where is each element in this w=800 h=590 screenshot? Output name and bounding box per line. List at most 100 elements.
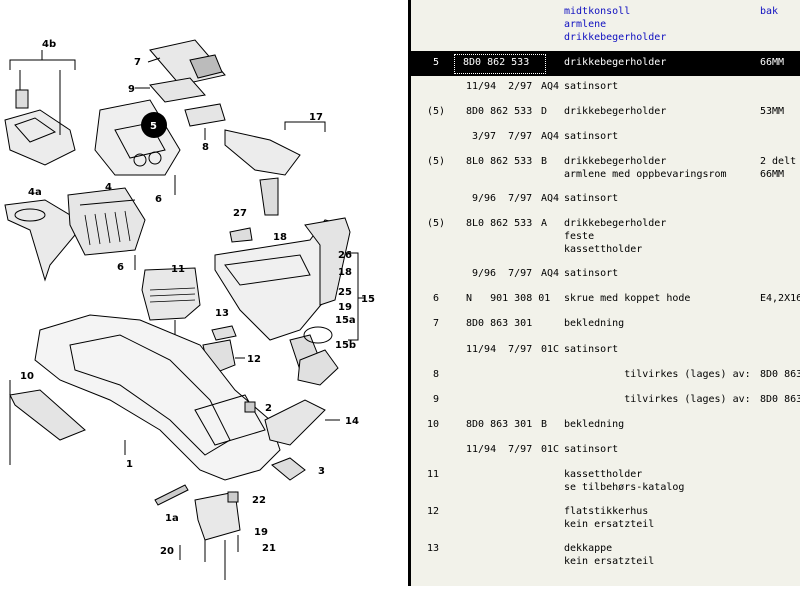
diagram-label-14[interactable]: 14: [345, 416, 359, 427]
row-code: AQ4: [541, 268, 560, 279]
row-code: 01C: [541, 444, 560, 455]
header-line-2: armlene: [564, 19, 607, 30]
row-desc: kassettholder: [564, 244, 643, 255]
row-desc: armlene med oppbevaringsrom: [564, 169, 727, 180]
row-code: AQ4: [541, 131, 560, 142]
row-desc: skrue med koppet hode: [564, 293, 691, 304]
diagram-label-1[interactable]: 1: [126, 459, 133, 470]
diagram-label-4[interactable]: 4: [105, 182, 112, 193]
row-part-number: 8D0 863 301: [466, 318, 533, 329]
row-pos: 9: [433, 394, 440, 405]
row-part-number: 8D0 862 533: [463, 57, 530, 68]
diagram-label-4a[interactable]: 4a: [28, 187, 42, 198]
row-desc: kassettholder: [564, 469, 643, 480]
row-extra: 66MM: [760, 57, 785, 68]
diagram-label-18b[interactable]: 18: [338, 267, 352, 278]
row-extra: 8D0 863: [760, 394, 800, 405]
row-extra: E4,2X16: [760, 293, 800, 304]
row-pos: 8: [433, 369, 440, 380]
row-date: 11/94 7/97: [466, 444, 533, 455]
parts-list-panel[interactable]: midtkonsoll armlene drikkebegerholder ba…: [411, 0, 800, 586]
row-pos: 13: [427, 543, 440, 554]
diagram-label-15[interactable]: 15: [361, 294, 375, 305]
row-pos: (5): [427, 106, 446, 117]
diagram-label-11[interactable]: 11: [171, 264, 185, 275]
row-pos: (5): [427, 218, 446, 229]
diagram-svg: 4b 7 9 5 8 17 4a 4 6 27 18 26 6 11 18 25…: [4, 39, 375, 580]
selection-focus-box: [454, 54, 546, 74]
row-pos: 7: [433, 318, 440, 329]
row-date: 11/94 7/97: [466, 344, 533, 355]
row-date: 9/96 7/97: [472, 268, 533, 279]
diagram-label-20[interactable]: 20: [160, 546, 174, 557]
diagram-label-9[interactable]: 9: [128, 84, 135, 95]
row-date: 9/96 7/97: [472, 193, 533, 204]
row-part-number: 8D0 863 301: [466, 419, 533, 430]
diagram-label-8[interactable]: 8: [202, 142, 209, 153]
row-pos: 5: [433, 57, 440, 68]
row-desc: flatstikkerhus: [564, 506, 649, 517]
panel-divider: [408, 0, 411, 586]
row-pos: 6: [433, 293, 440, 304]
diagram-label-21[interactable]: 21: [262, 543, 276, 554]
row-pos: 10: [427, 419, 440, 430]
diagram-label-3[interactable]: 3: [318, 466, 325, 477]
row-desc: satinsort: [564, 131, 619, 142]
diagram-label-22[interactable]: 22: [252, 495, 266, 506]
row-desc: kein ersatzteil: [564, 519, 655, 530]
header-side: bak: [760, 6, 779, 17]
diagram-label-26[interactable]: 26: [338, 250, 352, 261]
row-index: B: [541, 156, 548, 167]
diagram-label-10[interactable]: 10: [20, 371, 34, 382]
diagram-label-15a[interactable]: 15a: [335, 315, 356, 326]
diagram-label-12[interactable]: 12: [247, 354, 261, 365]
row-desc: drikkebegerholder: [564, 218, 667, 229]
row-part-number: 8D0 862 533: [466, 106, 533, 117]
diagram-label-15b[interactable]: 15b: [335, 340, 356, 351]
diagram-label-18a[interactable]: 18: [273, 232, 287, 243]
row-date: 3/97 7/97: [472, 131, 533, 142]
row-desc: kein ersatzteil: [564, 556, 655, 567]
diagram-label-17[interactable]: 17: [309, 112, 323, 123]
table-row-selected[interactable]: 5 8D0 862 533 drikkebegerholder 66MM: [411, 51, 800, 76]
row-code: AQ4: [541, 193, 560, 204]
diagram-label-13[interactable]: 13: [215, 308, 229, 319]
diagram-label-19b[interactable]: 19: [254, 527, 268, 538]
diagram-label-6b[interactable]: 6: [117, 262, 124, 273]
row-desc: se tilbehørs-katalog: [564, 482, 685, 493]
row-desc: satinsort: [564, 81, 619, 92]
row-desc: satinsort: [564, 193, 619, 204]
row-desc: feste: [564, 231, 595, 242]
row-desc: drikkebegerholder: [564, 106, 667, 117]
row-desc: satinsort: [564, 268, 619, 279]
row-date: 11/94 2/97: [466, 81, 533, 92]
row-index: A: [541, 218, 548, 229]
diagram-label-27[interactable]: 27: [233, 208, 247, 219]
row-pos: (5): [427, 156, 446, 167]
row-desc: bekledning: [564, 318, 625, 329]
row-index: B: [541, 419, 548, 430]
diagram-label-4b[interactable]: 4b: [42, 39, 56, 50]
exploded-parts-diagram[interactable]: 4b 7 9 5 8 17 4a 4 6 27 18 26 6 11 18 25…: [0, 0, 408, 586]
diagram-label-19a[interactable]: 19: [338, 302, 352, 313]
row-desc: drikkebegerholder: [564, 156, 667, 167]
row-part-number: 8L0 862 533: [466, 156, 533, 167]
row-code: 01C: [541, 344, 560, 355]
row-part-number: N 901 308 01: [466, 293, 551, 304]
row-extra: 66MM: [760, 169, 785, 180]
row-pos: 11: [427, 469, 440, 480]
row-desc: tilvirkes (lages) av:: [564, 369, 751, 380]
diagram-label-5[interactable]: 5: [150, 121, 157, 132]
row-desc: satinsort: [564, 444, 619, 455]
row-part-number: 8L0 862 533: [466, 218, 533, 229]
diagram-label-25[interactable]: 25: [338, 287, 352, 298]
row-desc: dekkappe: [564, 543, 613, 554]
diagram-label-1a[interactable]: 1a: [165, 513, 179, 524]
diagram-label-2[interactable]: 2: [265, 403, 272, 414]
diagram-label-7[interactable]: 7: [134, 57, 141, 68]
diagram-label-6a[interactable]: 6: [155, 194, 162, 205]
row-desc: satinsort: [564, 344, 619, 355]
row-extra: 8D0 863: [760, 369, 800, 380]
row-extra: 53MM: [760, 106, 785, 117]
row-index: D: [541, 106, 548, 117]
